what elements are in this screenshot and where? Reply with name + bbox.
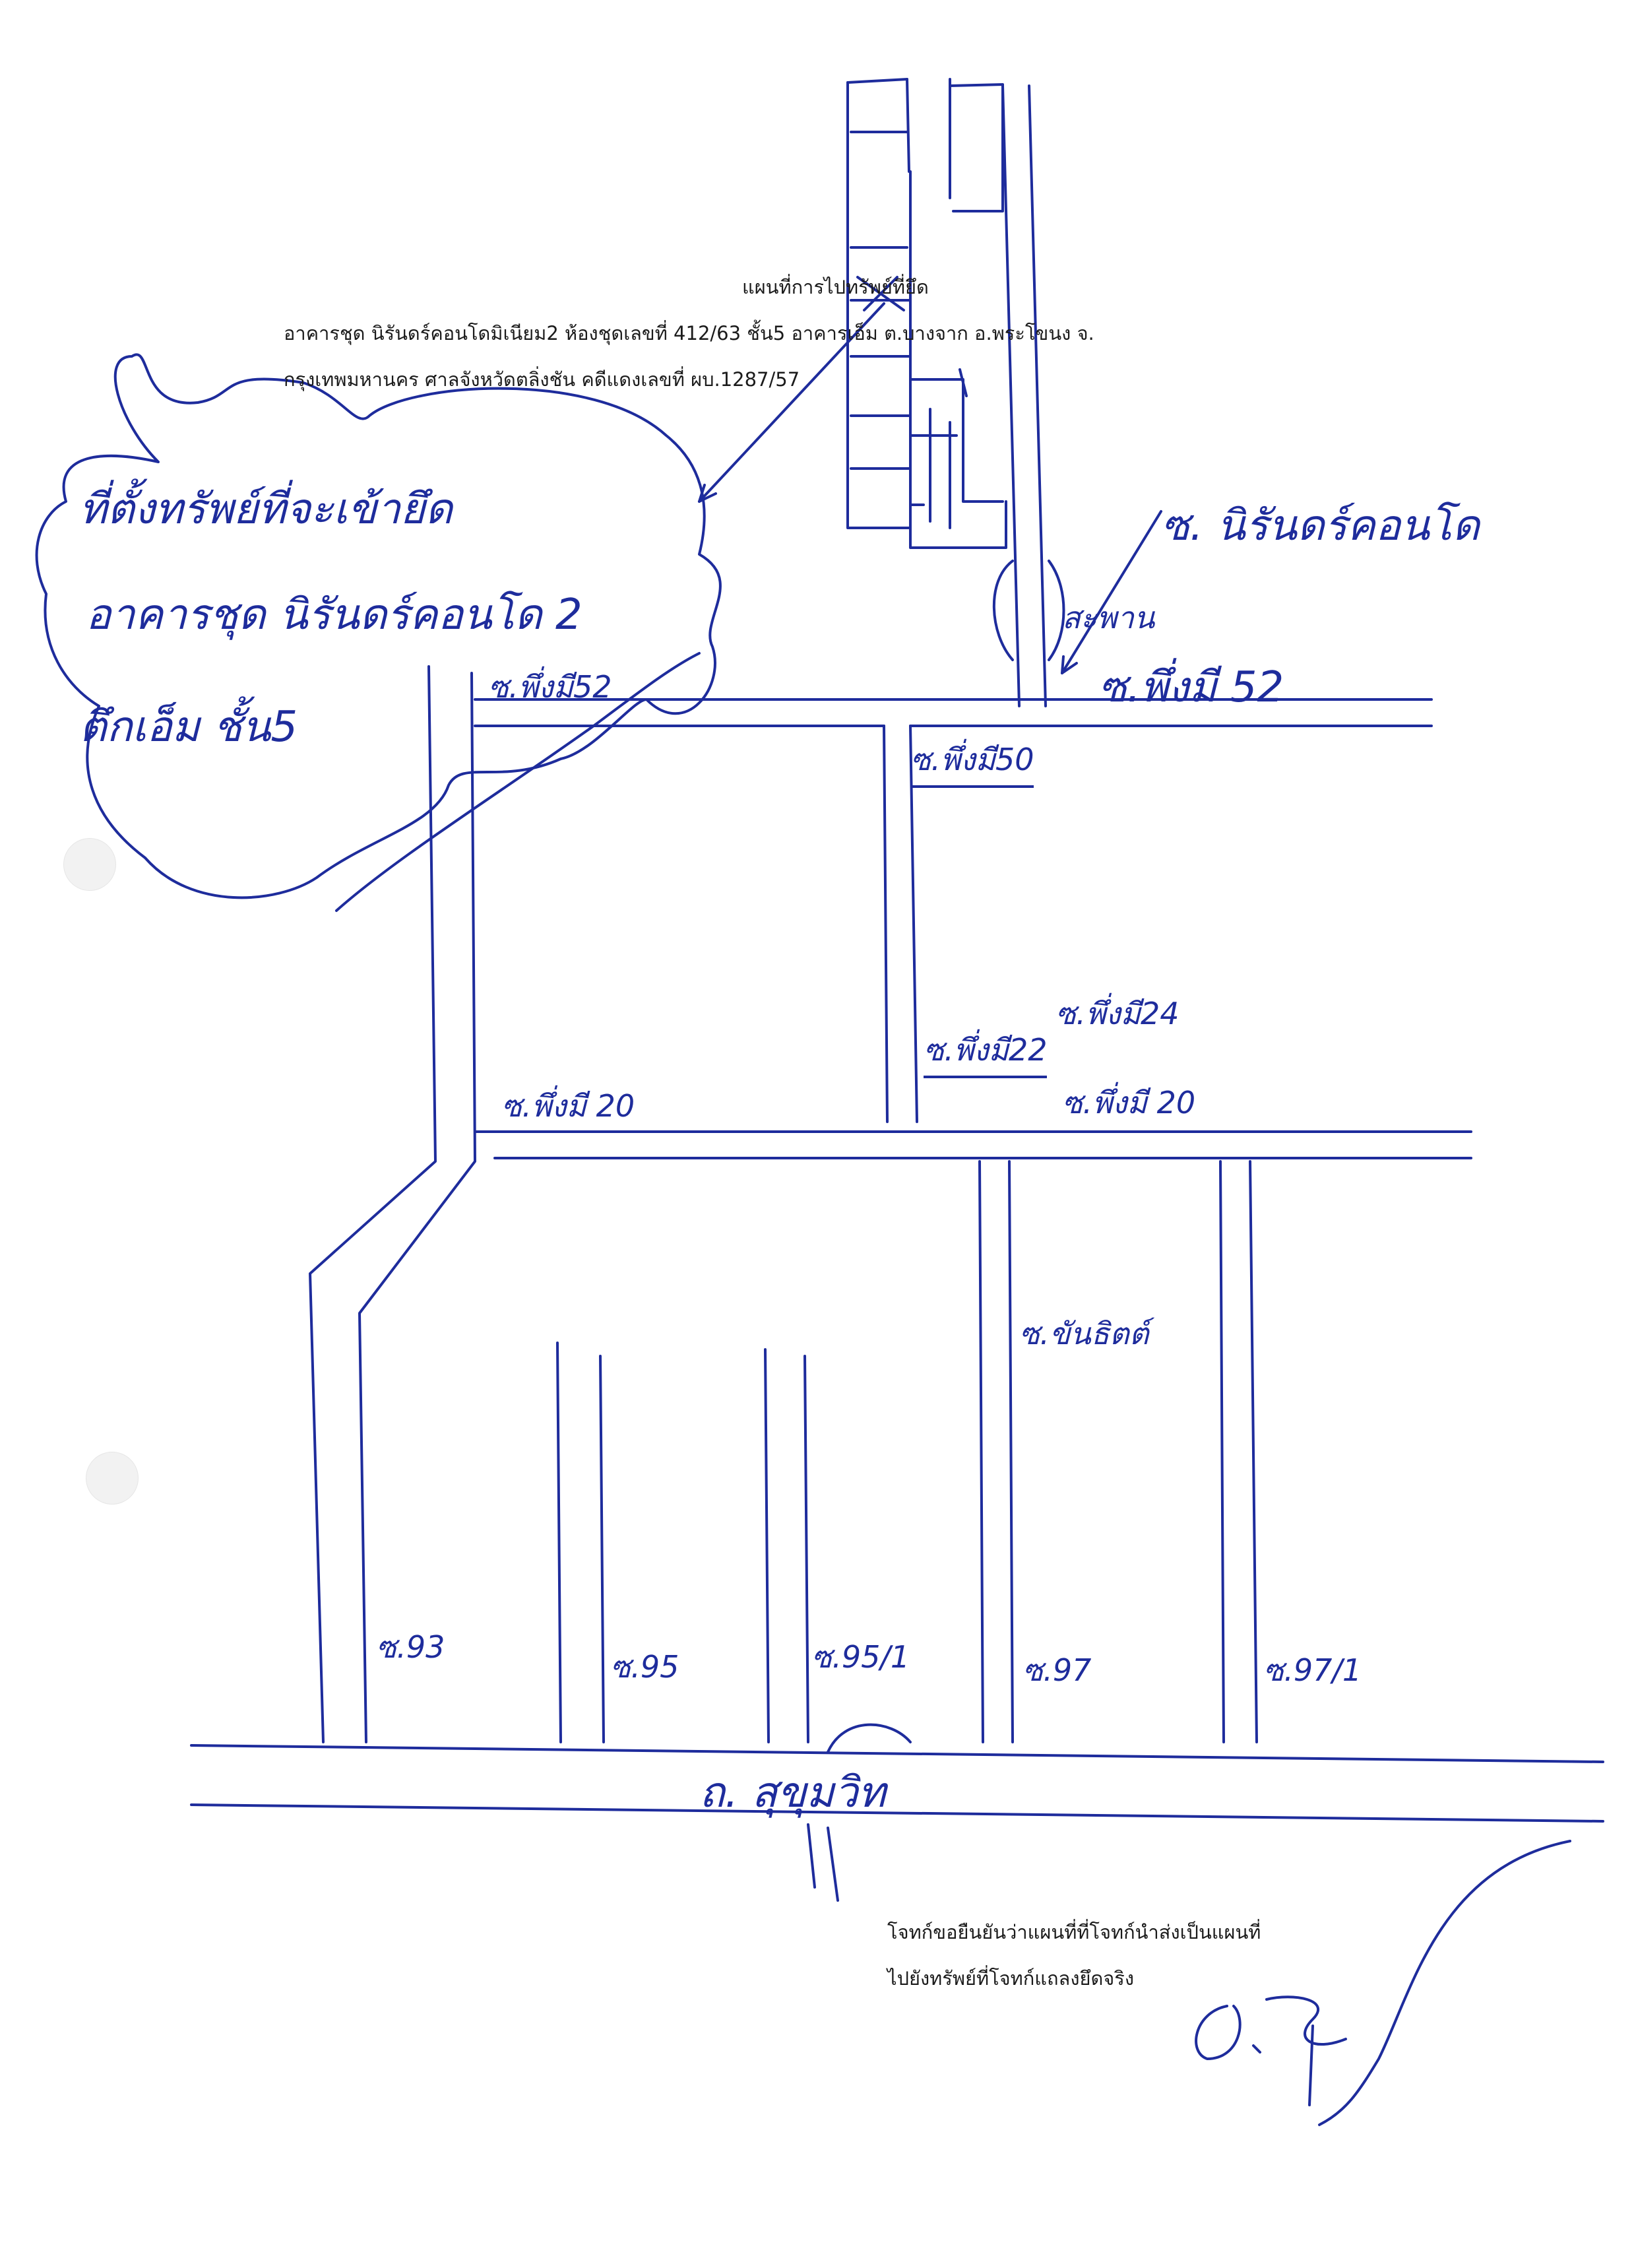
left-road-left	[309, 665, 437, 1743]
callout-line3: ตึกเอ็ม ชั้น5	[79, 703, 298, 752]
map-title: แผนที่การไปทรัพย์ที่ยึด	[742, 276, 929, 298]
punnawithi-24-label: ซ.พึ่งมี24	[1055, 996, 1180, 1031]
soi-97-right	[1008, 1160, 1014, 1743]
punnawithi-20-left-label: ซ.พึ่งมี 20	[501, 1088, 635, 1124]
sukhumvit-top	[190, 1744, 1604, 1763]
soi-95-right	[599, 1355, 605, 1743]
soi-97-1-label: ซ.97/1	[1263, 1652, 1362, 1688]
footer-line1: โจทก์ขอยืนยันว่าแผนที่ที่โจทก์นำส่งเป็นแ…	[887, 1921, 1261, 1943]
punnawithi-52-left-label: ซ.พึ่งมี52	[488, 669, 612, 705]
callout-line2: อาคารชุด นิรันดร์คอนโด 2	[86, 591, 582, 639]
property-description-line1: อาคารชุด นิรันดร์คอนโดมิเนียม2 ห้องชุดเล…	[284, 322, 1094, 344]
punch-hole-top	[63, 838, 116, 891]
punnawithi-22-label: ซ.พึ่งมี22	[924, 1026, 1048, 1078]
punnawithi-20-right-label: ซ.พึ่งมี 20	[1062, 1085, 1196, 1120]
sukhumvit-label: ถ. สุขุมวิท	[699, 1768, 886, 1817]
building-block	[846, 78, 1007, 549]
soi-93-label: ซ.93	[376, 1629, 445, 1665]
signature-mark	[1195, 1995, 1347, 2106]
soi-95-1-left	[764, 1348, 770, 1743]
condo-soi-line-right	[1028, 84, 1047, 707]
bridge-label: สะพาน	[1062, 600, 1155, 635]
soi-95-left	[556, 1342, 562, 1743]
punch-hole-bottom	[86, 1452, 139, 1505]
niran-condo-label: ซ. นิรันดร์คอนโด	[1161, 502, 1480, 550]
punnawithi-52-right-label: ซ.พึ่งมี 52	[1098, 663, 1284, 712]
sukhumvit-bottom	[190, 1803, 1604, 1823]
property-description-line2: กรุงเทพมหานคร ศาลจังหวัดตลิ่งชัน คดีแดงเ…	[284, 368, 800, 391]
soi-95-1-label: ซ.95/1	[811, 1639, 910, 1675]
road-50-left	[883, 725, 889, 1123]
soi-97-left	[978, 1160, 984, 1743]
soi-97-1-right	[1249, 1160, 1258, 1743]
bridge-mark	[992, 560, 1014, 661]
callout-cloud	[35, 353, 722, 899]
callout-pointer	[698, 302, 885, 503]
soi-95-1-right	[803, 1355, 809, 1743]
footer-curve	[1318, 1840, 1571, 2126]
soi-95-label: ซ.95	[610, 1649, 679, 1685]
sukchai-label: ซ.ขันธิตต์	[1019, 1316, 1149, 1351]
soi-97-1-left	[1219, 1160, 1225, 1743]
soi-97-label: ซ.97	[1022, 1652, 1092, 1688]
road-50-right	[909, 725, 918, 1123]
footer-line2: ไปยังทรัพย์ที่โจทก์แถลงยึดจริง	[887, 1967, 1135, 1990]
niran-arrow	[1061, 510, 1162, 674]
left-road-right	[358, 672, 476, 1743]
callout-line1: ที่ตั้งทรัพย์ที่จะเข้ายึด	[79, 485, 453, 534]
punnawithi-50-label: ซ.พึ่งมี50	[910, 736, 1034, 788]
condo-soi-line-left	[1001, 84, 1021, 707]
